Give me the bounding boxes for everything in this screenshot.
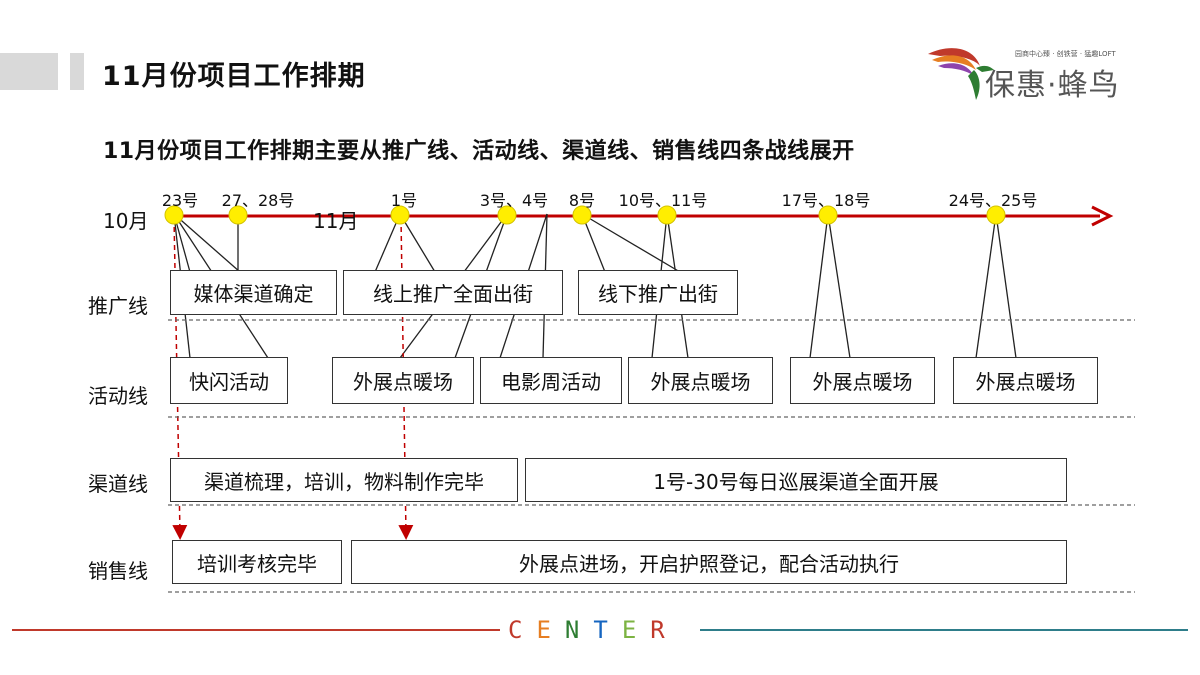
date-label: 3号、4号 <box>479 191 549 210</box>
sales-box: 外展点进场，开启护照登记，配合活动执行 <box>351 540 1067 584</box>
date-label: 8号 <box>568 191 596 210</box>
footer-letter: E <box>621 616 651 644</box>
date-label: 23号 <box>161 191 199 210</box>
promo-box: 媒体渠道确定 <box>170 270 337 315</box>
milestone-dots <box>164 205 1006 225</box>
title-accent-bar <box>0 53 58 90</box>
month-label-november: 11月 <box>313 209 359 233</box>
row-label-sales: 销售线 <box>88 559 148 583</box>
date-label: 10号、11号 <box>618 191 708 210</box>
page-subtitle: 11月份项目工作排期主要从推广线、活动线、渠道线、销售线四条战线展开 <box>103 139 855 164</box>
footer-letter: E <box>536 616 565 644</box>
sales-box: 培训考核完毕 <box>172 540 342 584</box>
milestone-dot-17 <box>818 205 838 225</box>
logo-name: 保惠·蜂鸟 <box>985 68 1120 103</box>
activity-box: 外展点暖场 <box>953 357 1098 404</box>
channel-box: 1号-30号每日巡展渠道全面开展 <box>525 458 1067 502</box>
row-separators <box>168 319 1135 593</box>
milestone-dot-24 <box>986 205 1006 225</box>
row-label-channel: 渠道线 <box>88 472 148 496</box>
page-title: 11月份项目工作排期 <box>102 61 366 92</box>
date-label: 17号、18号 <box>781 191 871 210</box>
activity-box: 快闪活动 <box>170 357 288 404</box>
footer-letter: T <box>593 616 622 644</box>
promo-box: 线下推广出街 <box>578 270 738 315</box>
footer-letter: R <box>650 616 679 644</box>
date-label: 27、28号 <box>221 191 295 210</box>
hummingbird-logo-icon <box>928 48 994 100</box>
milestone-dot-3 <box>497 205 517 225</box>
activity-box: 外展点暖场 <box>790 357 935 404</box>
milestone-dot-27 <box>228 205 248 225</box>
milestone-dot-8 <box>572 205 592 225</box>
month-label-october: 10月 <box>103 209 149 233</box>
milestone-dot-1 <box>390 205 410 225</box>
row-label-activity: 活动线 <box>88 384 148 408</box>
activity-box: 外展点暖场 <box>628 357 773 404</box>
date-label: 24号、25号 <box>948 191 1038 210</box>
footer-center-wordmark: CENTER <box>508 616 679 644</box>
promo-box: 线上推广全面出街 <box>343 270 563 315</box>
timeline-arrowhead <box>1091 205 1114 227</box>
activity-box: 电影周活动 <box>480 357 622 404</box>
title-accent-tab <box>70 53 84 90</box>
activity-box: 外展点暖场 <box>332 357 474 404</box>
date-label: 1号 <box>390 191 418 210</box>
milestone-dot-10 <box>657 205 677 225</box>
footer-letter: N <box>564 616 594 644</box>
row-label-promotion: 推广线 <box>88 294 148 318</box>
footer-letter: C <box>508 616 537 644</box>
milestone-dot-23 <box>164 205 184 225</box>
channel-box: 渠道梳理，培训，物料制作完毕 <box>170 458 518 502</box>
logo-tagline: 园商中心臻 · 创铁营 · 猛趣LOFT <box>1015 50 1116 58</box>
